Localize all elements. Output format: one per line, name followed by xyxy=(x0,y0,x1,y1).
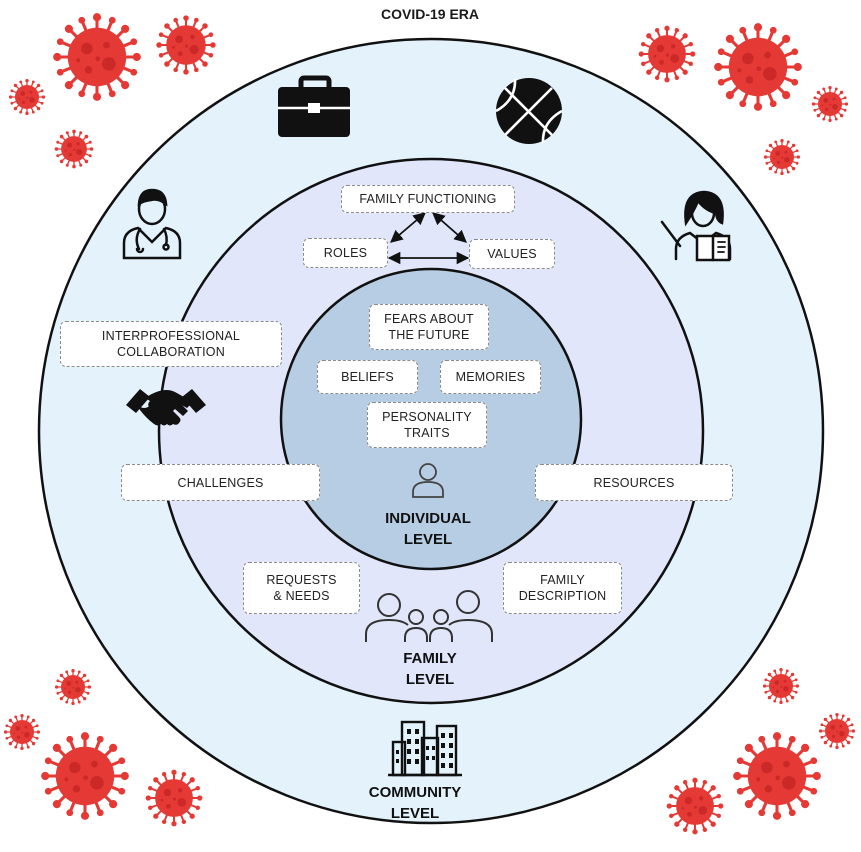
roles-box: ROLES xyxy=(303,238,388,268)
basketball-icon xyxy=(495,78,563,144)
virus-icon xyxy=(4,714,40,750)
virus-icon xyxy=(812,86,848,122)
memories-box: MEMORIES xyxy=(440,360,541,394)
diagram-title: COVID-19 ERA xyxy=(380,6,480,22)
virus-icon xyxy=(146,770,203,827)
fears-box: FEARS ABOUT THE FUTURE xyxy=(369,304,489,350)
family-level-label: FAMILY LEVEL xyxy=(403,650,457,688)
arrow-functioning-values xyxy=(432,212,467,243)
functioning-arrows xyxy=(387,212,470,265)
handshake-icon xyxy=(126,389,206,426)
individual-level-label: INDIVIDUAL LEVEL xyxy=(385,510,471,548)
virus-icon xyxy=(764,139,800,175)
virus-icon xyxy=(714,23,802,111)
family-description-box: FAMILY DESCRIPTION xyxy=(503,562,622,614)
buildings-icon xyxy=(388,720,462,777)
person-icon xyxy=(412,463,444,498)
virus-icon xyxy=(763,668,799,704)
virus-icon xyxy=(55,130,94,169)
virus-icon xyxy=(156,15,215,74)
teacher-icon xyxy=(660,190,732,262)
virus-icon xyxy=(667,778,724,835)
interprofessional-collaboration-box: INTERPROFESSIONAL COLLABORATION xyxy=(60,321,282,367)
virus-icon xyxy=(9,79,45,115)
briefcase-icon xyxy=(278,75,350,137)
virus-icon xyxy=(733,732,821,820)
virus-icon xyxy=(53,13,141,101)
beliefs-box: BELIEFS xyxy=(317,360,418,394)
personality-traits-box: PERSONALITY TRAITS xyxy=(367,402,487,448)
family-icon xyxy=(365,590,493,642)
values-box: VALUES xyxy=(469,239,555,269)
community-level-label: COMMUNITY LEVEL xyxy=(368,784,462,822)
resources-box: RESOURCES xyxy=(535,464,733,501)
virus-icon xyxy=(819,713,855,749)
virus-icon xyxy=(41,732,129,820)
virus-icon xyxy=(55,669,91,705)
challenges-box: CHALLENGES xyxy=(121,464,320,501)
doctor-icon xyxy=(122,188,182,260)
virus-icon xyxy=(639,26,696,83)
family-functioning-box: FAMILY FUNCTIONING xyxy=(341,185,515,213)
arrow-functioning-roles xyxy=(390,212,426,243)
requests-needs-box: REQUESTS & NEEDS xyxy=(243,562,360,614)
